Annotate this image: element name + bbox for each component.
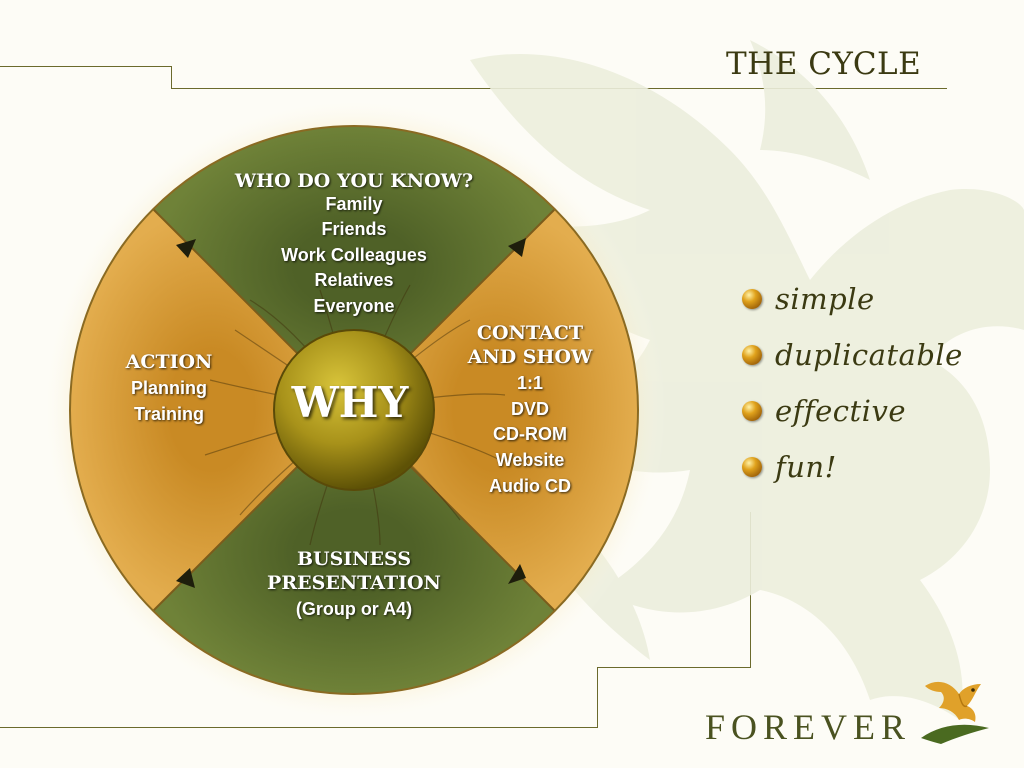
section-item: Work Colleagues	[281, 245, 427, 265]
section-item: Friends	[321, 219, 387, 239]
section-item: Planning	[131, 378, 207, 398]
center-why-label: WHY	[291, 378, 409, 427]
attribute-label: effective	[775, 394, 907, 428]
attribute-item: fun!	[742, 447, 837, 487]
bullet-icon	[742, 401, 762, 421]
section-title-action: ACTION	[125, 351, 213, 373]
section-item: Website	[495, 450, 565, 470]
wedge-contact	[354, 209, 639, 611]
attribute-label: fun!	[775, 450, 837, 484]
section-title-who: WHO DO YOU KNOW?	[234, 170, 474, 192]
section-item: Audio CD	[489, 476, 571, 496]
frame-line-bottom-step	[597, 667, 598, 728]
section-title-business: BUSINESS	[296, 548, 412, 570]
bullet-icon	[742, 289, 762, 309]
section-title-contact: AND SHOW	[467, 346, 593, 368]
section-item: CD-ROM	[493, 424, 567, 444]
attribute-label: simple	[775, 282, 875, 316]
frame-line-top-step	[171, 66, 172, 89]
section-item: Family	[325, 194, 383, 214]
attribute-label: duplicatable	[775, 338, 963, 372]
attribute-item: effective	[742, 391, 906, 431]
section-title-business: PRESENTATION	[267, 572, 441, 594]
frame-line-top-left	[0, 66, 172, 67]
section-title-contact: CONTACT	[476, 322, 584, 344]
arrow-icon	[508, 238, 526, 257]
attribute-item: simple	[742, 279, 875, 319]
frame-line-bottom	[0, 727, 598, 728]
section-item: (Group or A4)	[295, 599, 413, 619]
wedge-action	[69, 209, 355, 611]
cycle-diagram	[42, 98, 666, 722]
bullet-icon	[742, 345, 762, 365]
attribute-item: duplicatable	[742, 335, 963, 375]
section-item: 1:1	[516, 373, 543, 393]
arrow-icon	[176, 568, 195, 588]
frame-line-right-horizontal	[598, 667, 751, 668]
outer-rim	[69, 125, 639, 695]
section-item: Relatives	[314, 270, 394, 290]
center-hub	[273, 329, 435, 491]
arrow-icon	[176, 239, 196, 258]
bullet-icon	[742, 457, 762, 477]
brand-wordmark: FOREVER	[705, 707, 912, 747]
section-item: DVD	[510, 399, 549, 419]
eagle-logo-icon	[921, 681, 989, 744]
slide-title: THE CYCLE	[726, 46, 922, 82]
arrow-icon	[508, 564, 526, 584]
wedge-who	[153, 125, 555, 411]
section-item: Training	[133, 404, 204, 424]
section-item: Everyone	[313, 296, 395, 316]
wedge-business	[153, 410, 555, 695]
